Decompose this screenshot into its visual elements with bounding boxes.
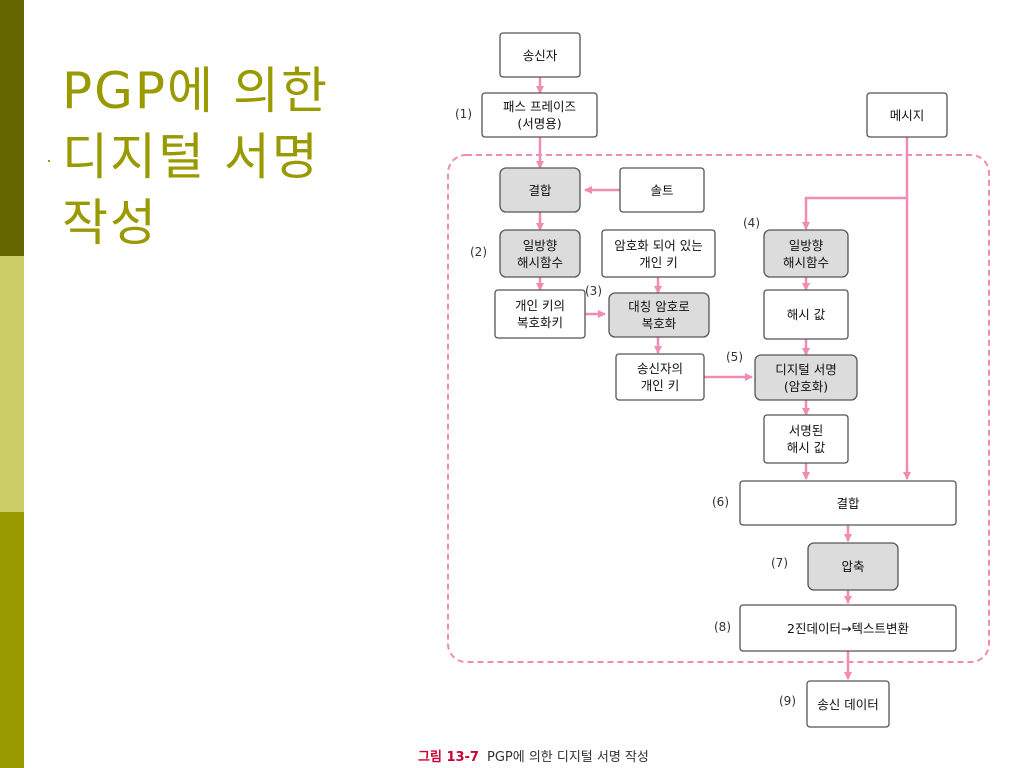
figure-caption: 그림 13-7 PGP에 의한 디지털 서명 작성: [418, 746, 649, 765]
title-line-3: 작성: [62, 194, 158, 252]
node-symmetric-decrypt: 대칭 암호로 복호화: [628, 299, 690, 331]
node-signed-hash: 서명된 해시 값: [786, 423, 826, 455]
node-compress: 압축: [841, 559, 865, 574]
node-digital-signature: 디지털 서명 (암호화): [775, 361, 837, 394]
box-encpk: [601, 229, 716, 278]
node-hash-value: 해시 값: [786, 307, 826, 322]
decorative-dot: [48, 160, 50, 162]
node-hash1: 일방향 해시함수: [516, 237, 563, 270]
side-bar-middle: [0, 256, 24, 512]
node-hash2: 일방향 해시함수: [782, 237, 829, 270]
node-combine1: 결합: [528, 182, 552, 198]
box-combine1: [499, 167, 581, 213]
node-sender-private-key: 송신자의 개인 키: [636, 361, 683, 393]
node-message: 메시지: [889, 107, 925, 123]
box-signedhash: [763, 414, 849, 464]
box-convert: [739, 604, 957, 652]
step-6-label: (6): [712, 495, 729, 509]
box-senderpk: [615, 353, 705, 401]
box-sender: [499, 32, 581, 78]
figure-label: 그림 13-7: [418, 750, 479, 765]
node-salt: 솔트: [650, 182, 674, 198]
step-1-label: (1): [455, 107, 472, 121]
side-bar-top: [0, 0, 24, 256]
box-hash2: [763, 229, 849, 278]
step-3-label: (3): [585, 284, 602, 298]
step-5-label: (5): [726, 350, 743, 364]
step-9-label: (9): [779, 694, 796, 708]
node-combine2: 결합: [836, 495, 860, 511]
box-hashvalue: [763, 289, 849, 340]
box-decryptkey: [494, 289, 586, 339]
side-bar-bottom: [0, 512, 24, 768]
node-decrypt-key: 개인 키의 복호화키: [515, 298, 565, 330]
step-8-label: (8): [714, 620, 731, 634]
title-line-1: PGP에 의한: [62, 62, 329, 120]
step-4-label: (4): [743, 216, 760, 230]
box-sent: [806, 680, 890, 728]
node-passphrase: 패스 프레이즈 (서명용): [503, 99, 576, 131]
node-convert: 2진데이터→텍스트변환: [787, 620, 909, 636]
box-hash1: [499, 229, 581, 278]
step-7-label: (7): [771, 556, 788, 570]
slide-title: PGP에 의한 디지털 서명 작성: [62, 58, 392, 256]
node-sender: 송신자: [522, 47, 558, 63]
title-line-2: 디지털 서명: [62, 128, 320, 186]
box-digitalsig: [754, 354, 858, 401]
box-symdecrypt: [608, 292, 710, 338]
box-combine2: [739, 480, 957, 526]
dashed-region: [447, 154, 990, 663]
node-sent-data: 송신 데이터: [817, 696, 879, 712]
arrow-message-hash2: [802, 137, 909, 230]
step-2-label: (2): [470, 245, 487, 259]
node-encrypted-private-key: 암호화 되어 있는 개인 키: [614, 237, 703, 270]
box-message: [866, 92, 948, 138]
box-salt: [619, 167, 705, 213]
box-compress: [807, 542, 899, 591]
box-passphrase: [481, 92, 598, 138]
figure-caption-text: PGP에 의한 디지털 서명 작성: [486, 750, 649, 765]
